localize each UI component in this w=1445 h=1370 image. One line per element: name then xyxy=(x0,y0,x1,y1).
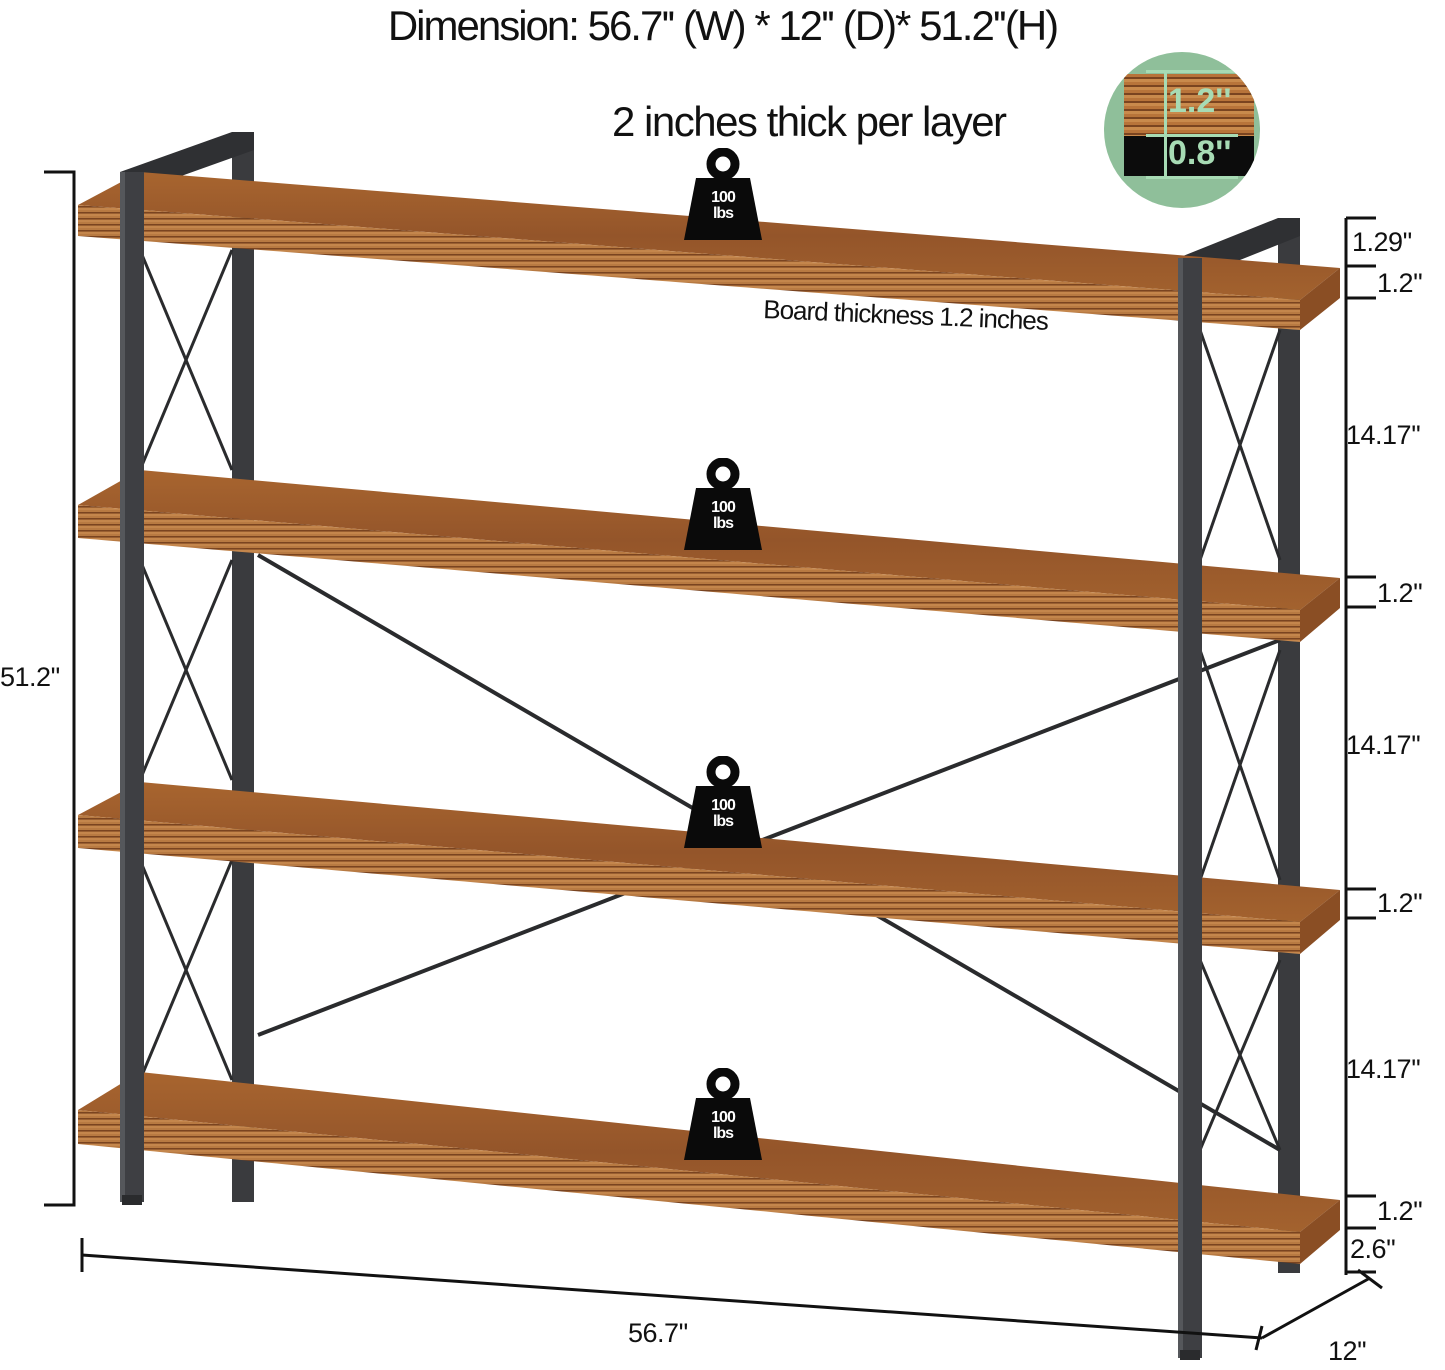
dim-gap-3: 14.17'' xyxy=(1346,1054,1421,1084)
thickness-label: 2 inches thick per layer xyxy=(612,98,1007,145)
dim-board-1: 1.2'' xyxy=(1377,268,1423,298)
dim-gap-1: 14.17'' xyxy=(1346,420,1421,450)
wood-layer-swatch xyxy=(1124,74,1254,136)
dim-board-2: 1.2'' xyxy=(1377,578,1423,608)
badge-bottom-value: 0.8'' xyxy=(1168,134,1232,172)
dim-board-3: 1.2'' xyxy=(1377,888,1423,918)
dim-board-4: 1.2'' xyxy=(1377,1196,1423,1226)
width-total-label: 56.7'' xyxy=(628,1318,688,1348)
dim-gap-2: 14.17'' xyxy=(1346,730,1421,760)
shelf-3 xyxy=(78,782,1340,954)
thickness-badge: 1.2'' 0.8'' xyxy=(1104,52,1260,208)
dim-top-clearance: 1.29'' xyxy=(1352,227,1412,257)
height-total-label: 51.2'' xyxy=(0,662,60,692)
dimension-lines xyxy=(44,170,1383,1351)
frame-layer-swatch xyxy=(1124,136,1254,176)
badge-top-value: 1.2'' xyxy=(1168,82,1232,120)
depth-total-label: 12'' xyxy=(1328,1336,1367,1366)
dimension-title: Dimension: 56.7'' (W) * 12'' (D)* 51.2''… xyxy=(387,2,1059,49)
dim-floor-clearance: 2.6'' xyxy=(1350,1234,1396,1264)
